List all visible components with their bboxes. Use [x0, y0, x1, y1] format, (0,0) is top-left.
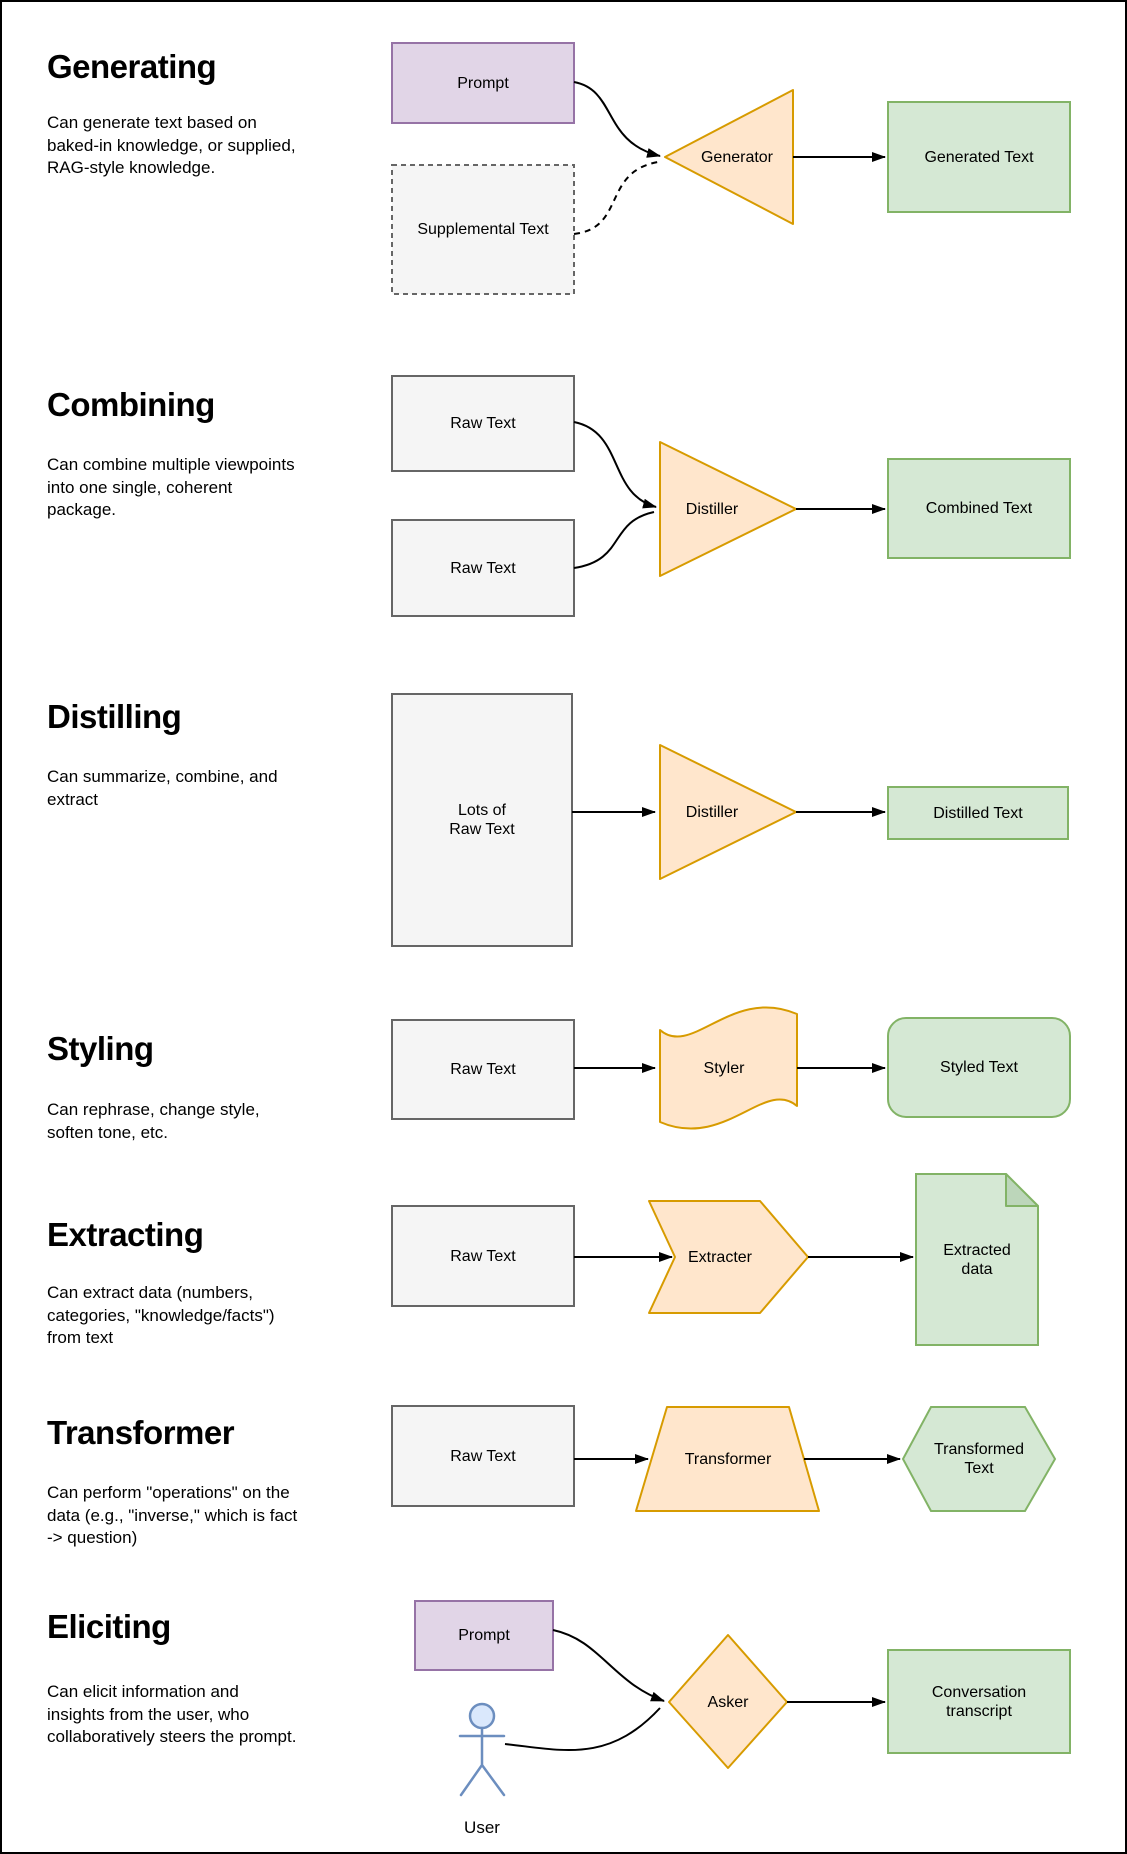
node-label-lots-of-raw-text: Lots of Raw Text — [449, 802, 515, 838]
node-label-distiller: Distiller — [685, 500, 739, 518]
edge-raw1-to-distiller — [573, 421, 657, 509]
section-desc-eliciting: Can elicit information and insights from… — [47, 1682, 297, 1746]
node-label-generated-text: Generated Text — [924, 148, 1034, 166]
node-prompt-shape — [391, 42, 575, 124]
extracted-data-folded-corner — [1005, 1173, 1039, 1207]
node-label-raw-text-styling: Raw Text — [450, 1061, 516, 1078]
section-desc-distilling: Can summarize, combine, and extract — [47, 767, 278, 809]
node-label-extracted-data: Extracted data — [943, 1241, 1011, 1278]
section-title-distilling: Distilling — [47, 698, 182, 735]
node-label-generator: Generator — [700, 148, 774, 166]
node-extracter-shape — [648, 1200, 809, 1314]
node-combined-text-shape — [887, 458, 1071, 559]
section-title-extracting: Extracting — [47, 1216, 204, 1253]
section-desc-extracting: Can extract data (numbers, categories, "… — [47, 1283, 275, 1347]
node-distiller-shape — [659, 441, 797, 577]
node-label-transformed-text: Transformed Text — [933, 1441, 1025, 1477]
node-label-distiller-2: Distiller — [685, 803, 739, 821]
section-desc-transformer: Can perform "operations" on the data (e.… — [47, 1483, 298, 1547]
node-styled-text-shape — [887, 1017, 1071, 1118]
node-label-combined-text: Combined Text — [925, 500, 1033, 517]
node-label-raw-text-2: Raw Text — [450, 559, 516, 577]
section-title-combining: Combining — [47, 386, 215, 423]
node-label-asker: Asker — [707, 1693, 749, 1711]
node-conversation-transcript-shape — [887, 1649, 1071, 1754]
section-title-transformer: Transformer — [47, 1414, 235, 1451]
node-raw-text-extracting-shape — [391, 1205, 575, 1307]
node-raw-text-transformer-shape — [391, 1405, 575, 1507]
section-desc-combining: Can combine multiple viewpoints into one… — [47, 455, 295, 519]
node-raw-text-2-shape — [391, 519, 575, 617]
edge-user-to-asker — [504, 1707, 661, 1751]
node-label-styler: Styler — [703, 1059, 745, 1077]
node-label-distilled-text: Distilled Text — [933, 804, 1023, 822]
node-prompt-eliciting-shape — [414, 1600, 554, 1671]
node-label-styled-text: Styled Text — [940, 1059, 1018, 1076]
edge-prompt-to-asker — [552, 1629, 665, 1702]
node-label-transformer: Transformer — [684, 1450, 772, 1468]
node-raw-text-styling-shape — [391, 1019, 575, 1120]
node-label-prompt-eliciting: Prompt — [458, 1627, 510, 1644]
node-raw-text-1-shape — [391, 375, 575, 472]
node-lots-of-raw-text-shape — [391, 693, 573, 947]
node-label-prompt: Prompt — [457, 74, 509, 92]
edge-prompt-to-generator — [573, 81, 661, 158]
node-transformer-shape — [635, 1406, 820, 1512]
node-distilled-text-shape — [887, 786, 1069, 840]
section-title-styling: Styling — [47, 1030, 154, 1067]
node-transformed-text-shape — [901, 1406, 1057, 1512]
node-label-extracter: Extracter — [687, 1248, 752, 1266]
user-actor-label: User — [464, 1817, 500, 1837]
node-label-raw-text-transformer: Raw Text — [450, 1447, 516, 1465]
node-supplemental-text-shape — [391, 164, 575, 295]
node-label-supplemental-text: Supplemental Text — [417, 221, 549, 238]
edge-raw2-to-distiller — [573, 511, 655, 569]
node-styler-shape — [659, 1006, 798, 1130]
section-desc-generating: Can generate text based on baked-in know… — [47, 113, 296, 177]
user-actor-body — [458, 1726, 506, 1797]
node-extracted-data-shape — [915, 1173, 1039, 1346]
section-desc-styling: Can rephrase, change style, soften tone,… — [47, 1100, 260, 1142]
node-generated-text-shape — [887, 101, 1071, 213]
user-actor-head — [468, 1702, 496, 1730]
node-label-raw-text-1: Raw Text — [450, 415, 516, 432]
section-title-generating: Generating — [47, 48, 217, 85]
node-label-raw-text-extracting: Raw Text — [450, 1247, 516, 1265]
node-distiller2-shape — [659, 744, 797, 880]
section-title-eliciting: Eliciting — [47, 1608, 171, 1645]
node-label-conversation-transcript: Conversation transcript — [931, 1683, 1027, 1720]
edge-supplemental-to-generator — [573, 161, 659, 235]
